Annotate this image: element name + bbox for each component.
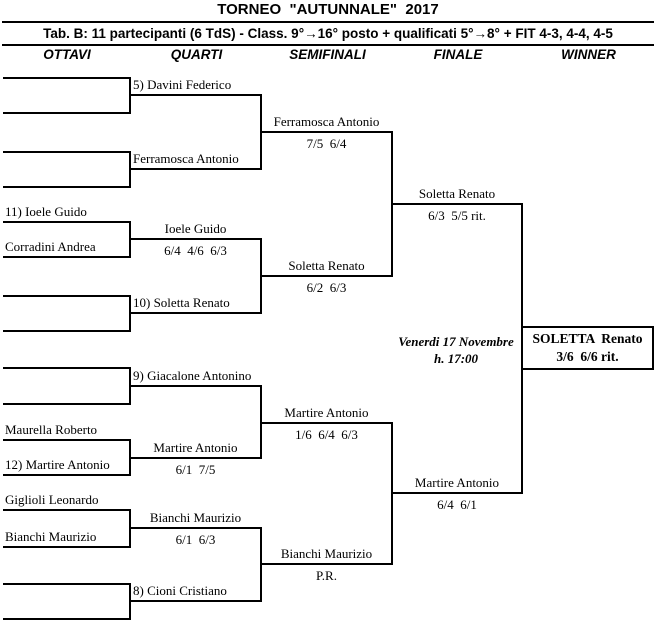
player-name: Bianchi Maurizio <box>280 546 373 561</box>
quarti-slot-line-7 <box>129 527 262 529</box>
player-name: 12) Martire Antonio <box>5 457 110 472</box>
ottavi-slot-line-1 <box>3 77 131 79</box>
finale-slot-line-1 <box>391 203 523 205</box>
ottavi-slot-line-15 <box>3 583 131 585</box>
match-score: 6/3 5/5 rit. <box>428 208 486 223</box>
match-score: 7/5 6/4 <box>306 136 347 151</box>
player-name: Soletta Renato <box>288 258 365 273</box>
winner-name: SOLETTA Renato <box>532 331 643 346</box>
player-name: Ferramosca Antonio <box>273 114 380 129</box>
quarti-slot-line-1 <box>129 94 262 96</box>
column-header-ottavi: OTTAVI <box>43 47 91 62</box>
semifinale-slot-line-1 <box>260 131 393 133</box>
player-name: Martire Antonio <box>153 440 238 455</box>
player-name: Ferramosca Antonio <box>133 151 239 166</box>
ottavi-slot-line-12 <box>3 474 131 476</box>
winner-score: 3/6 6/6 rit. <box>556 349 619 364</box>
title-divider <box>2 21 654 23</box>
winner-box: SOLETTA Renato 3/6 6/6 rit. <box>521 326 654 370</box>
player-name: Giglioli Leonardo <box>5 492 99 507</box>
player-name: Martire Antonio <box>284 405 369 420</box>
match-score: 1/6 6/4 6/3 <box>295 427 358 442</box>
match-score: 6/4 4/6 6/3 <box>164 243 227 258</box>
ottavi-slot-line-10 <box>3 403 131 405</box>
player-name: 5) Davini Federico <box>133 77 232 92</box>
column-header-finale: FINALE <box>433 47 483 62</box>
column-header-semifinali: SEMIFINALI <box>289 47 366 62</box>
player-name: 9) Giacalone Antonino <box>133 368 252 383</box>
ottavi-slot-line-8 <box>3 330 131 332</box>
ottavi-slot-line-6 <box>3 256 131 258</box>
ottavi-slot-line-14 <box>3 546 131 548</box>
column-header-quarti: QUARTI <box>170 47 223 62</box>
semifinale-slot-line-3 <box>260 422 393 424</box>
player-name: 8) Cioni Cristiano <box>133 583 227 598</box>
match-score: 6/1 7/5 <box>175 462 216 477</box>
match-score: 6/1 6/3 <box>175 532 216 547</box>
quarti-slot-line-2 <box>129 168 262 170</box>
ottavi-slot-line-11 <box>3 439 131 441</box>
ottavi-slot-line-2 <box>3 112 131 114</box>
bracket-subtitle: Tab. B: 11 partecipanti (6 TdS) - Class.… <box>43 26 613 41</box>
match-score: 6/2 6/3 <box>306 280 347 295</box>
player-name: Corradini Andrea <box>5 239 96 254</box>
finale-slot-line-2 <box>391 492 523 494</box>
match-score: P.R. <box>316 568 337 583</box>
semifinale-slot-line-4 <box>260 563 393 565</box>
ottavi-slot-line-5 <box>3 221 131 223</box>
ottavi-slot-line-16 <box>3 618 131 620</box>
player-name: 11) Ioele Guido <box>5 204 87 219</box>
ottavi-slot-line-9 <box>3 367 131 369</box>
quarti-slot-line-6 <box>129 457 262 459</box>
quarti-slot-line-3 <box>129 238 262 240</box>
player-name: Bianchi Maurizio <box>149 510 242 525</box>
final-schedule-date: Venerdi 17 Novembre <box>398 334 514 349</box>
ottavi-slot-line-7 <box>3 295 131 297</box>
player-name: Soletta Renato <box>418 186 496 201</box>
quarti-slot-line-4 <box>129 312 262 314</box>
semifinale-slot-line-2 <box>260 275 393 277</box>
ottavi-slot-line-3 <box>3 151 131 153</box>
player-name: Bianchi Maurizio <box>5 529 97 544</box>
player-name: Martire Antonio <box>414 475 500 490</box>
match-score: 6/4 6/1 <box>437 497 477 512</box>
page-title: TORNEO "AUTUNNALE" 2017 <box>217 1 439 18</box>
quarti-slot-line-5 <box>129 385 262 387</box>
quarti-slot-line-8 <box>129 600 262 602</box>
ottavi-slot-line-13 <box>3 509 131 511</box>
subtitle-divider <box>2 44 654 46</box>
player-name: Ioele Guido <box>164 221 227 236</box>
column-header-winner: WINNER <box>561 47 616 62</box>
ottavi-slot-line-4 <box>3 186 131 188</box>
player-name: 10) Soletta Renato <box>133 295 230 310</box>
final-schedule-time: h. 17:00 <box>433 351 479 366</box>
player-name: Maurella Roberto <box>5 422 98 437</box>
